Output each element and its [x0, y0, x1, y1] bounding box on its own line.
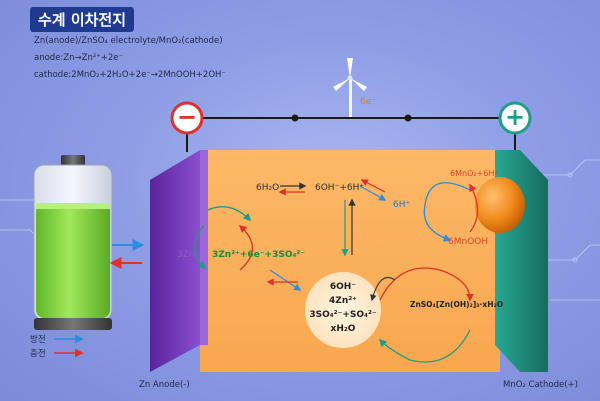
diagram-title: 수계 이차전지: [30, 7, 135, 32]
center-species-line: xH₂O: [330, 324, 356, 334]
anode-equation: anode:Zn→Zn²⁺+2e⁻: [34, 53, 123, 63]
zn-ions-label: 3Zn²⁺+6e⁻+3SO₄²⁻: [212, 250, 306, 260]
zn-anode-plate: [150, 150, 200, 372]
electron-flow-label: 6e⁻: [360, 97, 377, 107]
center-species-line: 4Zn²⁺: [329, 296, 357, 306]
zn-label: 3Zn: [177, 250, 195, 260]
mno2-particle: [475, 177, 525, 233]
legend-charge-label: 충전: [30, 349, 46, 359]
anode-label: Zn Anode(-): [139, 380, 190, 390]
mnooh-label: 6MnOOH: [448, 237, 489, 247]
cathode-equation: cathode:2MnO₂+2H₂O+2e⁻→2MnOOH+2OH⁻: [34, 70, 226, 80]
mno2-label: 6MnO₂+6H⁺: [450, 169, 499, 178]
center-species: 6OH⁻ 4Zn²⁺ 3SO₄²⁻+SO₄²⁻ xH₂O: [305, 280, 381, 336]
negative-terminal-icon: −: [177, 103, 198, 131]
precipitate-label: ZnSO₄[Zn(OH)₂]₃·xH₂O: [410, 300, 504, 309]
reaction-zone: [305, 272, 381, 348]
legend-discharge-label: 방전: [30, 335, 46, 345]
oh-h-label: 6OH⁻+6H⁺: [315, 183, 365, 193]
water-label: 6H₂O: [256, 183, 280, 193]
cathode-label: MnO₂ Cathode(+): [503, 380, 578, 390]
center-species-line: 6OH⁻: [329, 282, 357, 292]
h-plus-label: 6H⁺: [393, 200, 411, 210]
positive-terminal-icon: +: [505, 103, 526, 131]
center-species-line: 3SO₄²⁻+SO₄²⁻: [309, 310, 377, 320]
cell-notation: Zn(anode)/ZnSO₄ electrolyte/MnO₂(cathode…: [34, 36, 223, 46]
